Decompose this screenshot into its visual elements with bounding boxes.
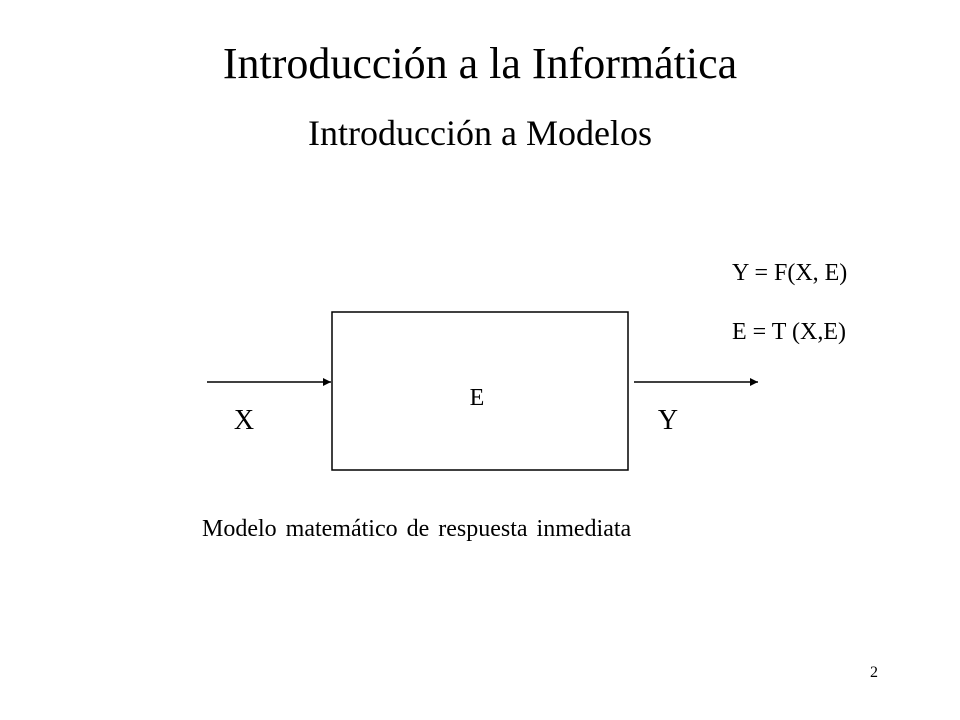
- system-box: [331, 311, 629, 471]
- diagram-caption: Modelo matemático de respuesta inmediata: [202, 516, 632, 542]
- output-label: Y: [658, 405, 678, 436]
- slide-subtitle: Introducción a Modelos: [308, 113, 652, 153]
- equation-state: E = T (X,E): [732, 319, 846, 345]
- input-label: X: [234, 405, 254, 436]
- page-number: 2: [870, 664, 878, 681]
- slide-title: Introducción a la Informática: [222, 39, 738, 88]
- equation-output: Y = F(X, E): [732, 260, 848, 286]
- system-label: E: [470, 385, 485, 411]
